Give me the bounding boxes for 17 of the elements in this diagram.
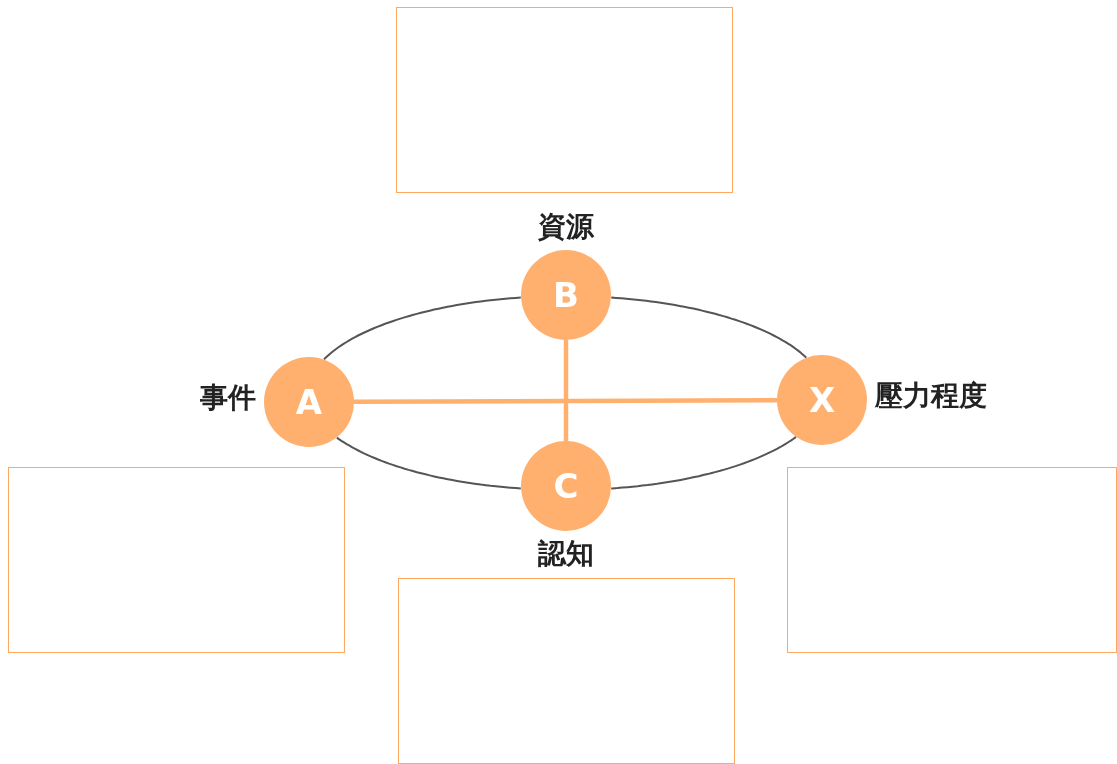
letter-circle: A xyxy=(264,357,354,447)
node-caption: 認知 xyxy=(538,536,594,572)
connector-line xyxy=(563,340,569,441)
node-caption: 事件 xyxy=(200,380,256,416)
node-caption: 壓力程度 xyxy=(875,378,987,414)
ellipse-arc xyxy=(610,296,808,359)
letter-circle: C xyxy=(521,441,611,531)
empty-box xyxy=(398,578,735,764)
empty-box xyxy=(396,7,733,193)
letter-circle: X xyxy=(777,355,867,445)
ellipse-arc xyxy=(335,436,522,490)
empty-box xyxy=(8,467,345,653)
empty-box xyxy=(787,467,1117,653)
node-caption: 資源 xyxy=(538,209,594,245)
ellipse-arc xyxy=(610,435,797,490)
ellipse-arc xyxy=(323,296,522,361)
letter-circle: B xyxy=(521,250,611,340)
